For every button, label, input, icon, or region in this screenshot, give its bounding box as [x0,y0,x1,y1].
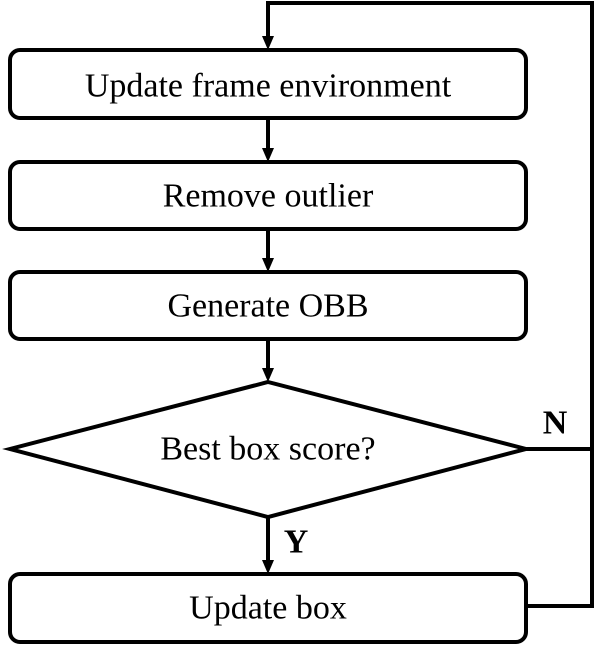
node-best-box-score-label: Best box score? [160,431,375,468]
node-remove-outlier [8,160,528,231]
branch-label-no: N [543,405,568,442]
loop-back-edge [266,1,594,608]
branch-label-yes: Y [284,524,309,561]
edge-outlier-to-obb-arrowhead [262,258,274,272]
decision-yes-arrowhead [262,560,274,574]
node-remove-outlier-label: Remove outlier [163,178,374,215]
edge-frame-to-outlier-arrowhead [262,148,274,162]
node-update-box-label: Update box [189,590,347,627]
node-update-frame-environment [8,48,528,120]
node-best-box-score-decision [2,379,534,520]
node-update-box [8,572,528,644]
loop-back-arrowhead [262,36,274,50]
node-update-frame-environment-label: Update frame environment [85,68,452,105]
edge-obb-to-decision-arrowhead [262,368,274,382]
node-generate-obb-label: Generate OBB [167,288,368,325]
node-generate-obb [8,270,528,341]
